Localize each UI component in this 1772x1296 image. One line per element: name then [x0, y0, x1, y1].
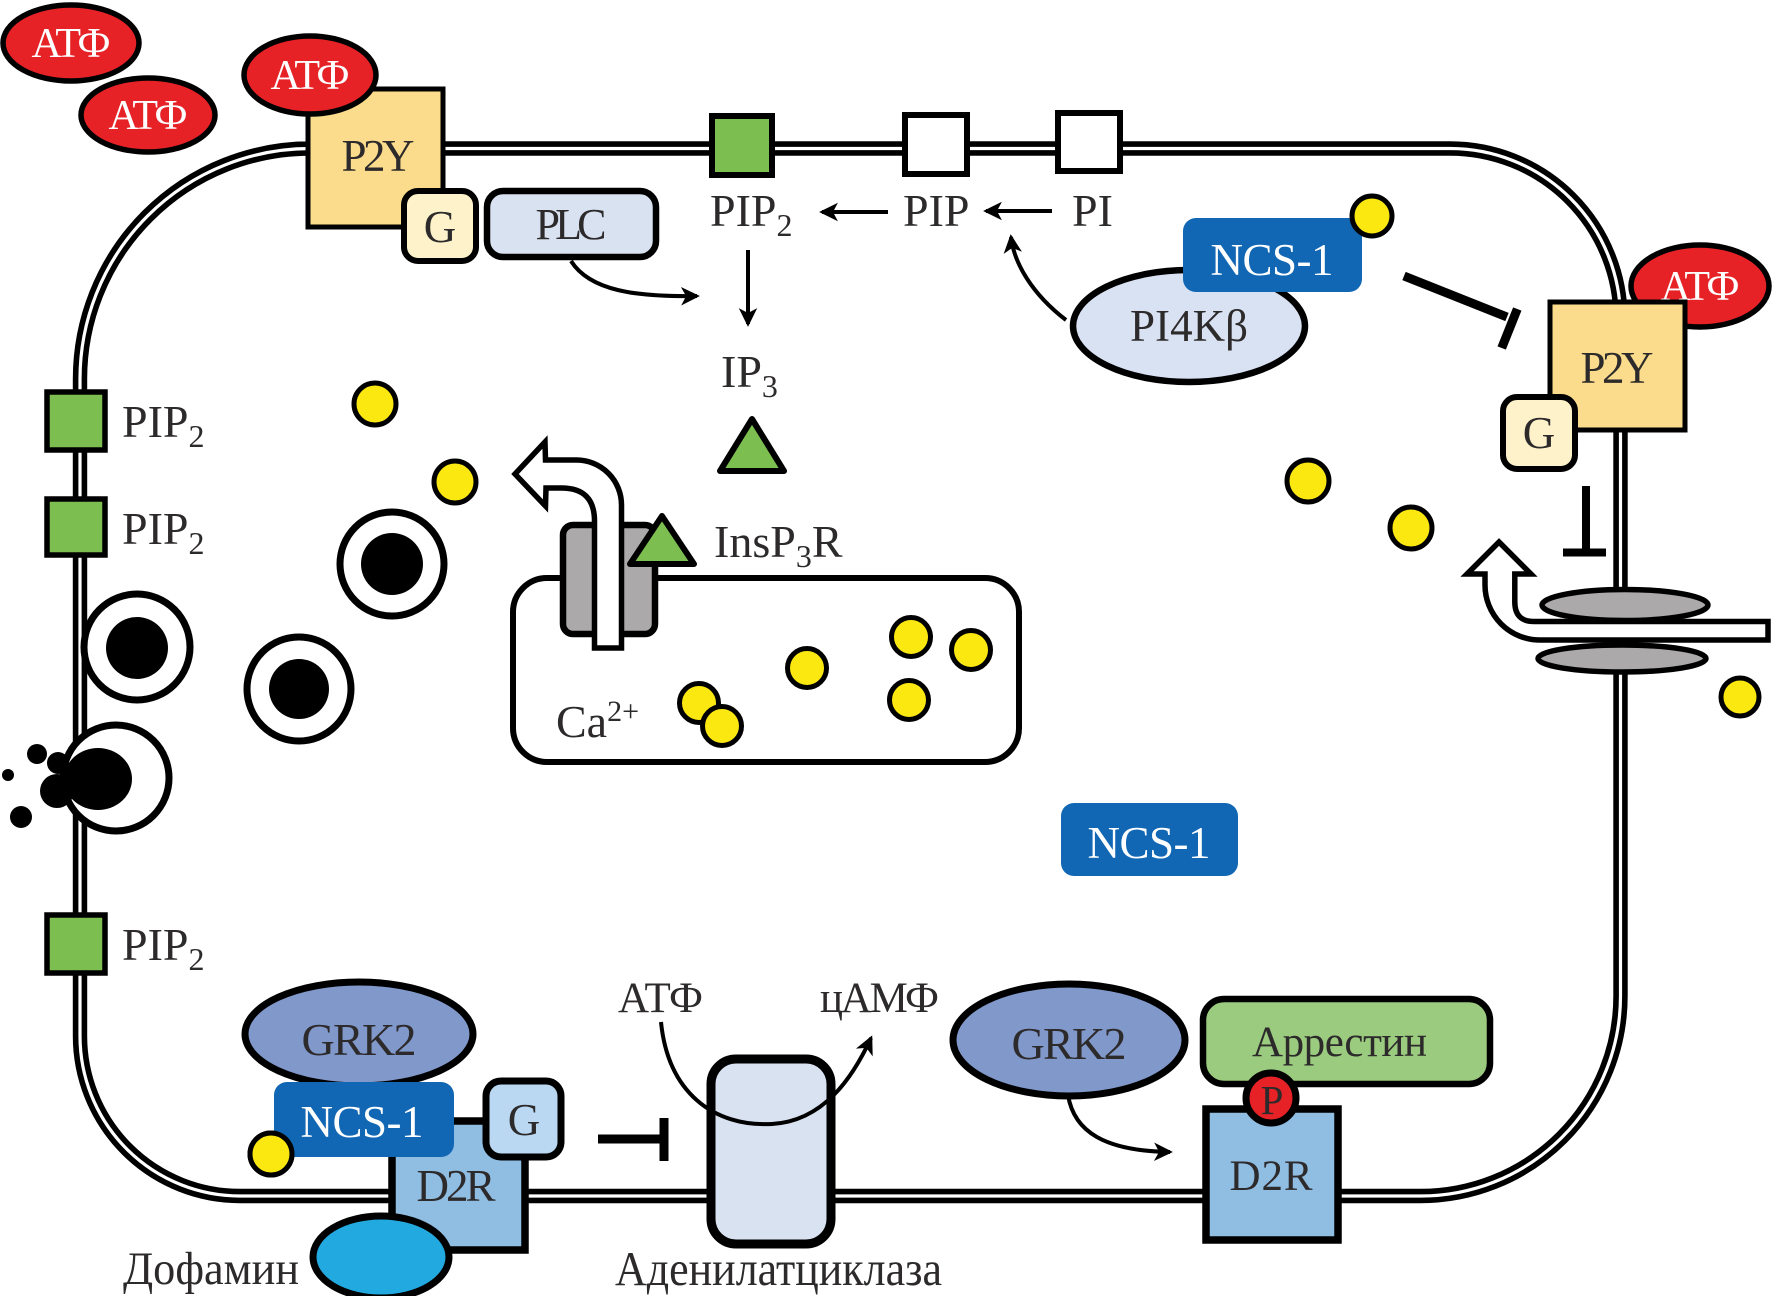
svg-text:InsP3R: InsP3R: [714, 516, 843, 574]
svg-text:NCS-1: NCS-1: [301, 1097, 424, 1147]
svg-text:GRK2: GRK2: [302, 1014, 417, 1065]
svg-text:PIP: PIP: [903, 185, 969, 236]
svg-text:цАМФ: цАМФ: [820, 975, 939, 1022]
svg-text:P: P: [1261, 1077, 1284, 1123]
svg-text:PIP2: PIP2: [122, 503, 204, 561]
svg-text:D2R: D2R: [1230, 1153, 1313, 1200]
svg-text:PIP2: PIP2: [710, 185, 792, 243]
svg-text:АТФ: АТФ: [109, 93, 188, 139]
svg-text:Аденилатциклаза: Аденилатциклаза: [615, 1241, 942, 1296]
svg-text:PIP2: PIP2: [122, 919, 204, 977]
svg-text:D2R: D2R: [417, 1161, 496, 1211]
svg-text:АТФ: АТФ: [32, 21, 111, 67]
svg-text:Дофамин: Дофамин: [123, 1243, 299, 1295]
svg-text:АТФ: АТФ: [271, 53, 350, 99]
svg-text:PLC: PLC: [536, 200, 607, 249]
svg-text:АТФ: АТФ: [618, 975, 703, 1022]
svg-text:P2Y: P2Y: [1581, 343, 1654, 393]
svg-text:P2Y: P2Y: [342, 131, 415, 181]
svg-text:PIP2: PIP2: [122, 396, 204, 454]
svg-text:Аррестин: Аррестин: [1252, 1019, 1427, 1066]
svg-text:GRK2: GRK2: [1012, 1018, 1127, 1069]
svg-text:PI: PI: [1072, 185, 1113, 236]
svg-text:Ca2+: Ca2+: [556, 695, 639, 747]
svg-text:NCS-1: NCS-1: [1211, 235, 1334, 285]
svg-text:PI4Kβ: PI4Kβ: [1130, 301, 1248, 351]
svg-text:G: G: [424, 202, 457, 252]
svg-text:G: G: [508, 1095, 541, 1145]
svg-text:NCS-1: NCS-1: [1088, 818, 1211, 868]
svg-text:IP3: IP3: [721, 346, 778, 404]
svg-text:G: G: [1523, 408, 1556, 458]
